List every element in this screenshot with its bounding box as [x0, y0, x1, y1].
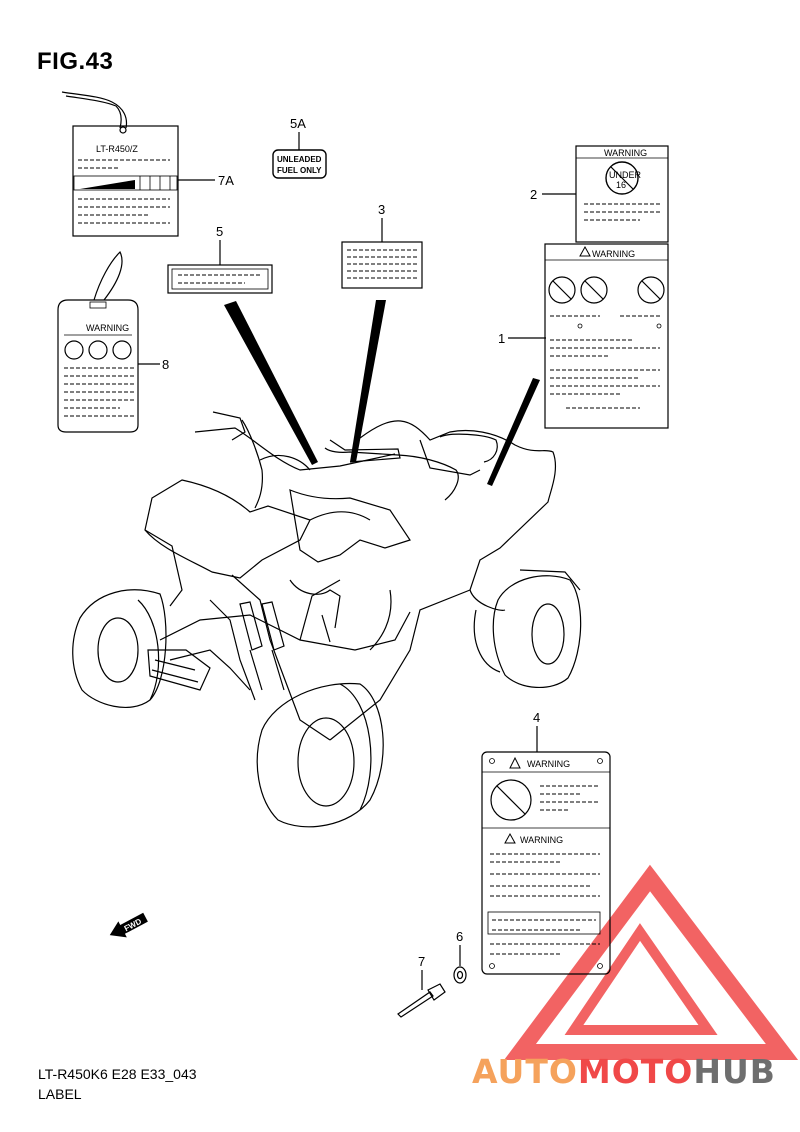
- callout-5a-text: 5A: [290, 116, 306, 131]
- label-5a-unleaded: UNLEADED FUEL ONLY: [272, 132, 327, 179]
- watermark-text: AUTOMOTOHUB: [472, 1052, 776, 1091]
- under16-age: 16: [616, 180, 626, 190]
- warning-word-8: WARNING: [86, 323, 129, 333]
- tag-8: WARNING: [57, 250, 160, 433]
- label-1: WARNING: [487, 243, 669, 486]
- label-5: [167, 240, 318, 465]
- watermark-auto: AUTO: [472, 1052, 578, 1091]
- warning-word-4a: WARNING: [527, 759, 570, 769]
- unleaded-line2: FUEL ONLY: [277, 166, 322, 175]
- diagram-code: LT-R450K6 E28 E33_043: [38, 1066, 197, 1082]
- callout-3-text: 3: [378, 202, 385, 217]
- figure-title: FIG.43: [37, 48, 114, 75]
- label-2: WARNING UNDER 16: [542, 145, 669, 243]
- callout-8-text: 8: [162, 357, 169, 372]
- warning-word-2: WARNING: [604, 148, 647, 158]
- callout-1-text: 1: [498, 331, 505, 346]
- warning-word-1: WARNING: [592, 249, 635, 259]
- tag-7a: LT-R450/Z: [61, 91, 215, 237]
- label-4: WARNING WARNING: [481, 726, 611, 975]
- rivet-7: [397, 970, 446, 1018]
- washer-6: [453, 945, 467, 984]
- callout-2-text: 2: [530, 187, 537, 202]
- watermark-moto: MOTO: [577, 1052, 694, 1091]
- under16-text: UNDER: [609, 170, 642, 180]
- callout-4-text: 4: [533, 710, 540, 725]
- callout-5-text: 5: [216, 224, 223, 239]
- atv-line-art: [72, 411, 582, 828]
- unleaded-line1: UNLEADED: [277, 155, 322, 164]
- diagram-name: LABEL: [38, 1086, 82, 1102]
- callout-6-text: 6: [456, 929, 463, 944]
- callout-7-text: 7: [418, 954, 425, 969]
- model-tag-text: LT-R450/Z: [96, 144, 138, 154]
- watermark-logo-icon: [504, 864, 799, 1060]
- forward-arrow-icon: FWD: [109, 912, 148, 938]
- label-3: [341, 218, 423, 462]
- callout-7a-text: 7A: [218, 173, 234, 188]
- warning-word-4b: WARNING: [520, 835, 563, 845]
- watermark-hub: HUB: [693, 1052, 776, 1091]
